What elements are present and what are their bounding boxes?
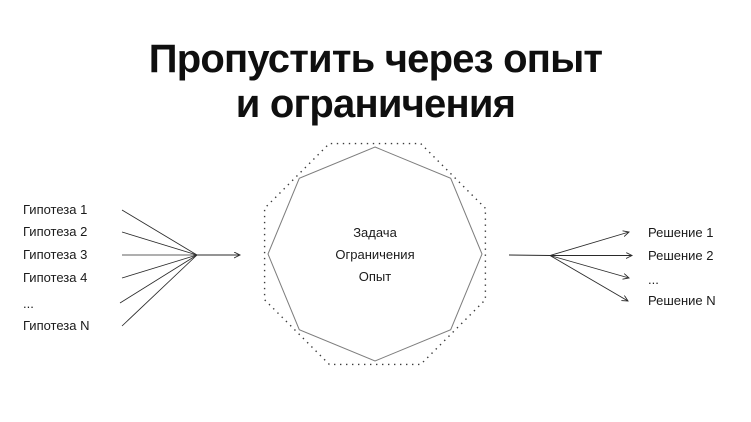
solution-label-n: Решение N <box>648 293 716 308</box>
solution-label-2: Решение 2 <box>648 248 714 263</box>
output-line <box>508 254 551 256</box>
slide-title: Пропустить через опыт и ограничения <box>0 37 751 127</box>
hypothesis-label-2: Гипотеза 2 <box>23 224 88 239</box>
hypothesis-label-ellipsis: ... <box>23 296 34 311</box>
hypothesis-label-4: Гипотеза 4 <box>23 270 88 285</box>
solution-arrow-3 <box>549 255 629 279</box>
converging-lines <box>119 209 198 327</box>
hypothesis-label-n: Гипотеза N <box>23 318 90 333</box>
slide-title-line-2: и ограничения <box>235 81 516 126</box>
solution-label-1: Решение 1 <box>648 225 714 240</box>
slide-title-line-1: Пропустить через опыт <box>148 36 603 81</box>
converge-line-6 <box>121 254 198 327</box>
solution-arrow-1 <box>549 232 629 256</box>
converge-line-5 <box>119 254 198 304</box>
hypothesis-label-1: Гипотеза 1 <box>23 202 88 217</box>
converge-line-1 <box>121 209 198 256</box>
octagon-text-constraints: Ограничения <box>335 247 415 262</box>
hypothesis-label-3: Гипотеза 3 <box>23 247 88 262</box>
octagon-text-task: Задача <box>353 225 397 240</box>
converge-line-4 <box>121 254 198 279</box>
solution-arrow-4 <box>549 255 628 302</box>
octagon-text-experience: Опыт <box>358 269 392 284</box>
solution-label-ellipsis: ... <box>648 272 659 287</box>
converge-line-2 <box>121 231 198 256</box>
octagon-text: Задача Ограничения Опыт <box>285 222 465 288</box>
diverging-arrows <box>549 232 632 302</box>
octagon-solid <box>267 146 483 362</box>
